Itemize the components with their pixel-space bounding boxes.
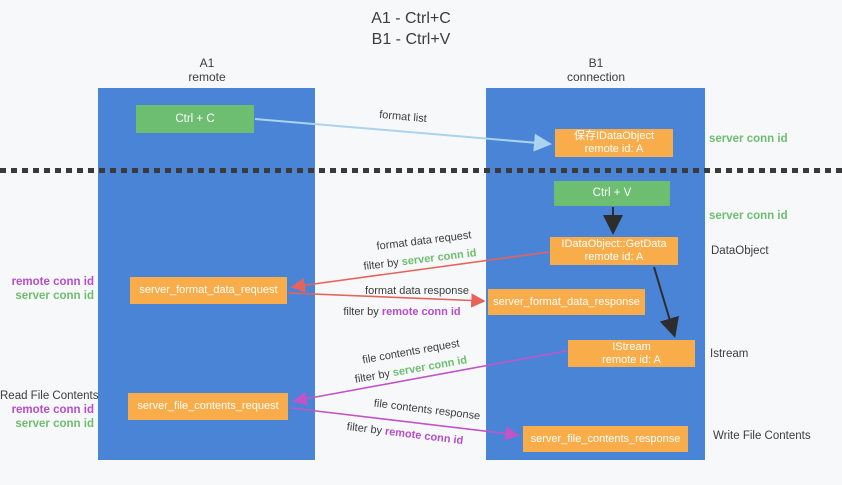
node-file-request-label: server_file_contents_request [137,400,279,412]
left-label-remote-conn-id-bottom: remote conn id [11,404,94,416]
edge-label-format-list: format list [378,108,428,126]
left-label-server-conn-id-top: server conn id [15,289,94,302]
node-save-dataobject-line2: remote id: A [584,143,644,155]
node-save-dataobject: 保存IDataObject remote id: A [555,129,673,157]
title-line-1: A1 - Ctrl+C [371,10,451,27]
left-label-block-format: remote conn id server conn id [0,276,94,303]
remote-conn-id-text: remote conn id [381,306,461,318]
right-label-dataobject: DataObject [711,245,769,257]
server-conn-id-text: server conn id [401,247,478,269]
filter-by-text: filter by [362,256,400,273]
lane-header-a1: A1 remote [147,56,267,84]
left-label-read-file-contents: Read File Contents [0,390,99,402]
node-istream-line1: IStream [612,340,651,353]
node-ctrl-v: Ctrl + V [554,181,670,206]
filter-by-text: filter by [353,367,391,386]
node-getdata-line1: IDataObject::GetData [561,238,667,250]
node-server-file-contents-request: server_file_contents_request [128,393,288,420]
node-server-format-data-response: server_format_data_response [488,289,645,315]
left-label-block-file: Read File Contents remote conn id server… [0,389,99,431]
remote-conn-id-text: remote conn id [384,425,464,448]
lane-b1-subtitle: connection [566,70,626,84]
lane-a1-subtitle: remote [188,70,226,84]
node-format-request-label: server_format_data_request [139,284,278,296]
node-getdata-line2: remote id: A [584,251,644,263]
node-ctrl-v-label: Ctrl + V [592,187,632,199]
session-divider [0,168,842,173]
edge-label-file-contents-response: file contents response [373,397,481,423]
lane-a1-title: A1 [199,56,215,70]
node-server-format-data-request: server_format_data_request [130,277,287,304]
node-istream-line2: remote id: A [602,353,661,366]
lane-header-b1: B1 connection [536,56,656,84]
title-line-2: B1 - Ctrl+V [371,31,451,48]
right-label-write-file-contents: Write File Contents [713,430,811,442]
right-label-istream: Istream [710,348,749,360]
left-label-server-conn-id-bottom: server conn id [15,418,94,430]
node-ctrl-c-label: Ctrl + C [175,112,215,125]
right-label-server-conn-id-mid: server conn id [709,210,788,222]
right-label-server-conn-id-top: server conn id [709,133,788,145]
filter-by-text: filter by [346,420,383,438]
node-server-file-contents-response: server_file_contents_response [523,426,688,452]
left-label-remote-conn-id-top: remote conn id [11,276,94,288]
node-save-dataobject-line1: 保存IDataObject [573,130,655,142]
node-ctrl-c: Ctrl + C [136,105,254,133]
node-file-response-label: server_file_contents_response [530,432,681,445]
node-istream: IStream remote id: A [568,340,695,367]
diagram-title: A1 - Ctrl+C B1 - Ctrl+V [0,8,822,50]
filter-by-text: filter by [343,306,379,318]
edge-label-format-data-response: format data response [365,285,469,297]
lane-b1-title: B1 [588,56,604,70]
node-idataobject-getdata: IDataObject::GetData remote id: A [550,237,678,265]
node-format-response-label: server_format_data_response [493,295,640,308]
